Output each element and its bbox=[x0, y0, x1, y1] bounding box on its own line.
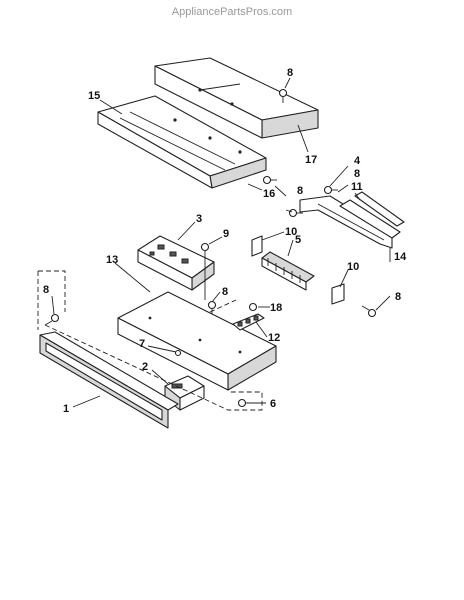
callout-2: 2 bbox=[142, 361, 148, 373]
mounting-bracket-part bbox=[251, 235, 263, 257]
callout-8: 8 bbox=[354, 168, 360, 180]
callout-17: 17 bbox=[305, 154, 317, 166]
mounting-plate-part bbox=[117, 291, 277, 391]
callout-11: 11 bbox=[351, 181, 363, 193]
screw-icon bbox=[44, 313, 60, 326]
small-rail-part bbox=[354, 191, 405, 227]
callout-12: 12 bbox=[268, 332, 280, 344]
callout-4: 4 bbox=[354, 155, 361, 167]
screw-icon bbox=[288, 208, 303, 218]
screw-icon bbox=[262, 175, 277, 185]
cooling-fan-part bbox=[261, 251, 315, 291]
callout-labels: 8 15 17 4 8 8 11 16 3 9 10 5 13 8 10 8 1… bbox=[43, 67, 407, 415]
callout-15: 15 bbox=[88, 90, 100, 102]
callout-8: 8 bbox=[297, 185, 303, 197]
assembly-outline bbox=[209, 299, 237, 313]
callout-7: 7 bbox=[139, 338, 145, 350]
callout-10: 10 bbox=[285, 226, 297, 238]
leader-lines bbox=[51, 77, 391, 408]
callout-6: 6 bbox=[270, 398, 276, 410]
callout-10: 10 bbox=[347, 261, 359, 273]
mounting-bracket-part bbox=[331, 283, 345, 305]
callout-5: 5 bbox=[295, 234, 301, 246]
vent-trim-part bbox=[97, 95, 267, 189]
assembly-outline bbox=[37, 270, 66, 330]
top-cover-part bbox=[154, 57, 319, 139]
callout-3: 3 bbox=[196, 213, 202, 225]
screw-icon bbox=[200, 242, 210, 300]
clip-part bbox=[174, 349, 182, 357]
callout-1: 1 bbox=[63, 403, 69, 415]
callout-13: 13 bbox=[106, 254, 118, 266]
clock-control-part bbox=[164, 375, 205, 411]
callout-18: 18 bbox=[270, 302, 282, 314]
assembly-outline bbox=[44, 324, 263, 411]
callout-16: 16 bbox=[263, 188, 275, 200]
terminal-block-part bbox=[232, 302, 265, 331]
callout-14: 14 bbox=[394, 251, 407, 263]
control-board-part bbox=[137, 235, 215, 291]
screw-icon bbox=[361, 305, 377, 318]
callout-8: 8 bbox=[222, 286, 228, 298]
watermark-text: AppliancePartsPros.com bbox=[172, 6, 292, 18]
callout-8: 8 bbox=[395, 291, 401, 303]
callout-8: 8 bbox=[43, 284, 49, 296]
callout-9: 9 bbox=[223, 228, 229, 240]
screw-icon bbox=[323, 185, 338, 195]
screw-icon bbox=[278, 88, 288, 103]
control-panel-part bbox=[39, 331, 179, 429]
callout-8: 8 bbox=[287, 67, 293, 79]
bracket-rail-part bbox=[299, 195, 401, 249]
